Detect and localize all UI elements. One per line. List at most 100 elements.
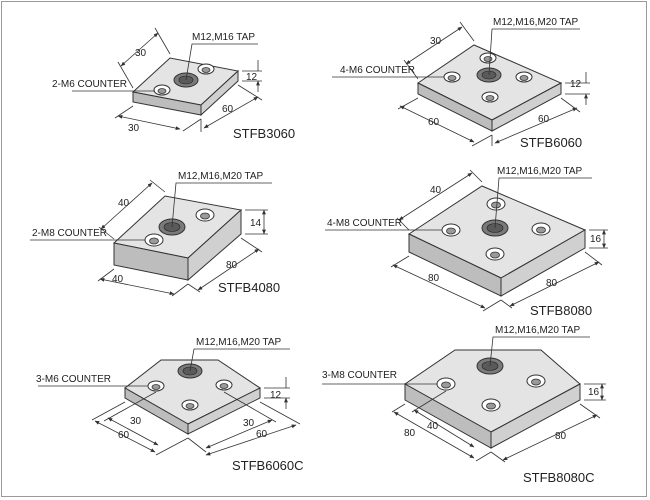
counter-hole-bore (485, 95, 495, 101)
counter-hole-bore (185, 403, 195, 409)
counter-hole-bore (531, 378, 541, 386)
counter-hole-bore (151, 384, 161, 390)
dim-outer-left: 60 (118, 430, 130, 441)
ext-line (117, 61, 134, 89)
dim-height: 14 (250, 218, 262, 229)
dim-line-length (502, 414, 598, 461)
dim-line-width-bottom (392, 264, 486, 309)
ext-line (187, 391, 301, 453)
dim-line-length (509, 261, 600, 307)
dim-line-length (203, 96, 259, 129)
tap-leader (185, 43, 258, 81)
dim-height: 12 (570, 79, 582, 90)
counter-hole-bore (447, 75, 457, 81)
dim-width-bottom: 30 (128, 123, 140, 134)
dim-inner: 40 (427, 421, 439, 432)
counter-hole-bore (201, 67, 211, 73)
part-name: STFB8080 (530, 303, 592, 318)
part-name: STFB8080C (523, 470, 595, 485)
counter-hole-bore (486, 402, 496, 410)
dim-line-outer-left (94, 420, 156, 453)
dim-line-width-top (100, 182, 153, 230)
dim-line-outer (393, 411, 475, 459)
part-name: STFB6060C (232, 458, 304, 473)
dim-length: 80 (546, 278, 558, 289)
figure-stfb8080: M12,M16,M20 TAP 4-M8 COUNTER 40 16 80 80… (325, 166, 608, 318)
tap-leader (488, 28, 580, 76)
dim-line-width-top (405, 26, 463, 65)
counter-hole-bore (519, 75, 529, 81)
dim-outer-right: 60 (256, 429, 268, 440)
plate-stfb4080 (112, 195, 243, 282)
plate-stfb3060 (131, 57, 240, 117)
dim-line-width-bottom (99, 277, 175, 296)
tap-leader (171, 182, 272, 228)
counter-label: 2-M8 COUNTER (32, 228, 107, 239)
part-name: STFB3060 (233, 126, 295, 141)
figure-stfb6060: M12,M16,M20 TAP 4-M6 COUNTER 30 12 60 60… (332, 17, 590, 150)
counter-hole-bore (149, 237, 159, 245)
dim-line-outer-right (205, 424, 297, 456)
figure-stfb4080: M12,M16,M20 TAP 2-M8 COUNTER 40 14 40 80… (30, 171, 280, 297)
part-name: STFB6060 (520, 135, 582, 150)
dim-width-top: 40 (118, 198, 130, 209)
tap-label: M12,M16,M20 TAP (196, 337, 282, 348)
tap-leader (489, 336, 590, 367)
part-name: STFB4080 (218, 280, 280, 295)
counter-label: 4-M8 COUNTER (327, 218, 402, 229)
tap-label: M12,M16,M20 TAP (495, 325, 581, 336)
counter-hole-bore (483, 56, 493, 62)
dim-outer: 80 (404, 428, 416, 439)
dim-height: 16 (590, 234, 602, 245)
counter-label: 2-M6 COUNTER (52, 79, 127, 90)
tap-label: M12,M16 TAP (192, 32, 255, 43)
counter-hole-bore (490, 251, 500, 259)
dim-inner-left: 30 (130, 416, 142, 427)
counter-hole-bore (219, 383, 229, 389)
dim-width-top: 40 (430, 185, 442, 196)
counter-hole-bore (491, 201, 501, 209)
plate-front-face (124, 387, 189, 435)
dim-line-width-bottom (117, 115, 181, 130)
counter-label: 4-M6 COUNTER (340, 65, 415, 76)
dim-length: 60 (538, 114, 550, 125)
dim-width-top: 30 (430, 36, 442, 47)
tap-label: M12,M16,M20 TAP (493, 17, 579, 28)
tap-label: M12,M16,M20 TAP (178, 171, 264, 182)
tap-leader (189, 348, 290, 372)
ext-line (154, 27, 171, 55)
figure-stfb8080c: M12,M16,M20 TAP 3-M8 COUNTER 16 40 80 80… (322, 325, 606, 485)
dim-width-bottom: 80 (428, 273, 440, 284)
dim-inner-right: 30 (243, 418, 255, 429)
dim-length: 80 (226, 260, 238, 271)
counter-hole-bore (441, 381, 451, 389)
dim-line-width-bottom (399, 105, 475, 143)
counter-hole-bore (200, 212, 210, 220)
plate-stfb6060c (124, 359, 261, 435)
ext-line (391, 390, 492, 462)
counter-hole-bore (536, 226, 546, 234)
dim-length: 60 (222, 104, 234, 115)
ext-line (91, 391, 189, 456)
counter-hole-bore (446, 227, 456, 235)
dim-width-bottom: 60 (428, 117, 440, 128)
counter-hole-bore (157, 88, 167, 94)
figure-stfb6060c: M12,M16,M20 TAP 3-M6 COUNTER 12 30 60 30… (36, 337, 304, 473)
tap-leader (494, 177, 592, 229)
plate-front-face (113, 242, 189, 281)
dim-line-width-top (120, 32, 159, 67)
dim-line-length (197, 248, 260, 291)
plate-front-face (132, 91, 202, 116)
dim-line-width-top (398, 172, 473, 221)
dim-line-length (494, 107, 578, 144)
dim-height: 16 (588, 387, 600, 398)
figure-stfb3060: M12,M16 TAP 2-M6 COUNTER 30 12 60 30 STF… (52, 27, 295, 141)
dim-length: 80 (555, 431, 567, 442)
counter-label: 3-M8 COUNTER (322, 370, 397, 381)
tap-label: M12,M16,M20 TAP (497, 166, 583, 177)
dim-height: 12 (246, 72, 258, 83)
dim-width-bottom: 40 (112, 274, 124, 285)
